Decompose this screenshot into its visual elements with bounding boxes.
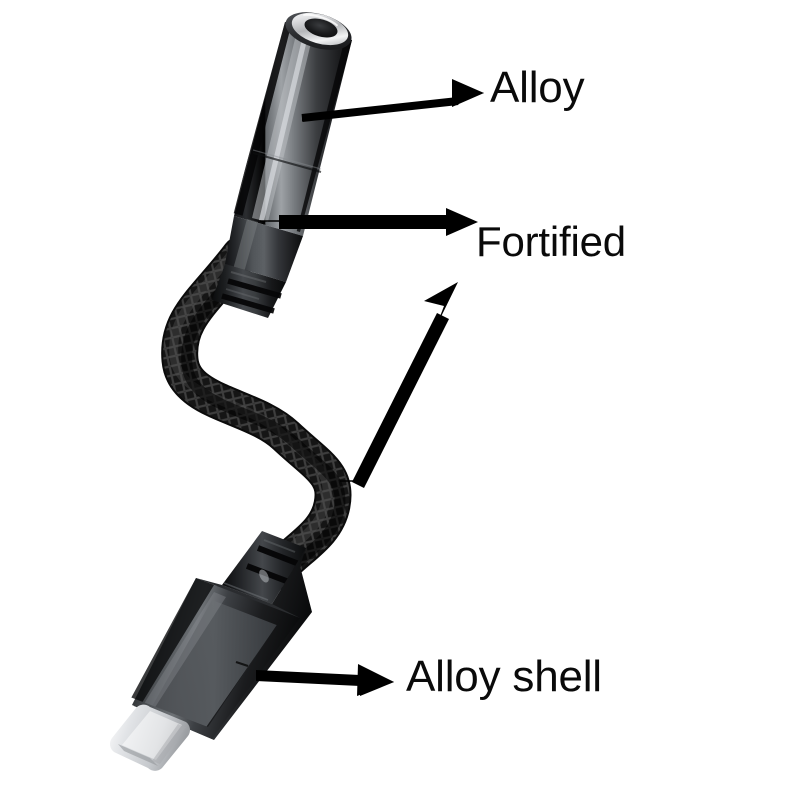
callout-label-alloy: Alloy (490, 63, 585, 112)
usb-c-connector (110, 531, 312, 771)
jack-lower-barrel (225, 216, 303, 282)
jack-strain-relief-collar (212, 264, 286, 318)
arrow-braided-cable (340, 282, 458, 488)
callout-arrows (256, 79, 484, 696)
callout-label-alloy-shell: Alloy shell (406, 652, 602, 701)
arrow-alloy (301, 79, 484, 122)
callout-label-fortified: Fortified (476, 218, 626, 265)
usb-c-strain-relief (222, 531, 306, 604)
usb-c-alloy-shell (130, 548, 312, 740)
jack-alloy-barrel (233, 22, 352, 236)
braided-nylon-cable (161, 236, 352, 591)
arrow-alloy-shell (256, 664, 394, 696)
usb-c-metal-tip (110, 704, 191, 771)
3.5mm-jack-port (285, 12, 352, 50)
arrow-fortified (260, 208, 478, 236)
jack-connector (212, 12, 352, 318)
